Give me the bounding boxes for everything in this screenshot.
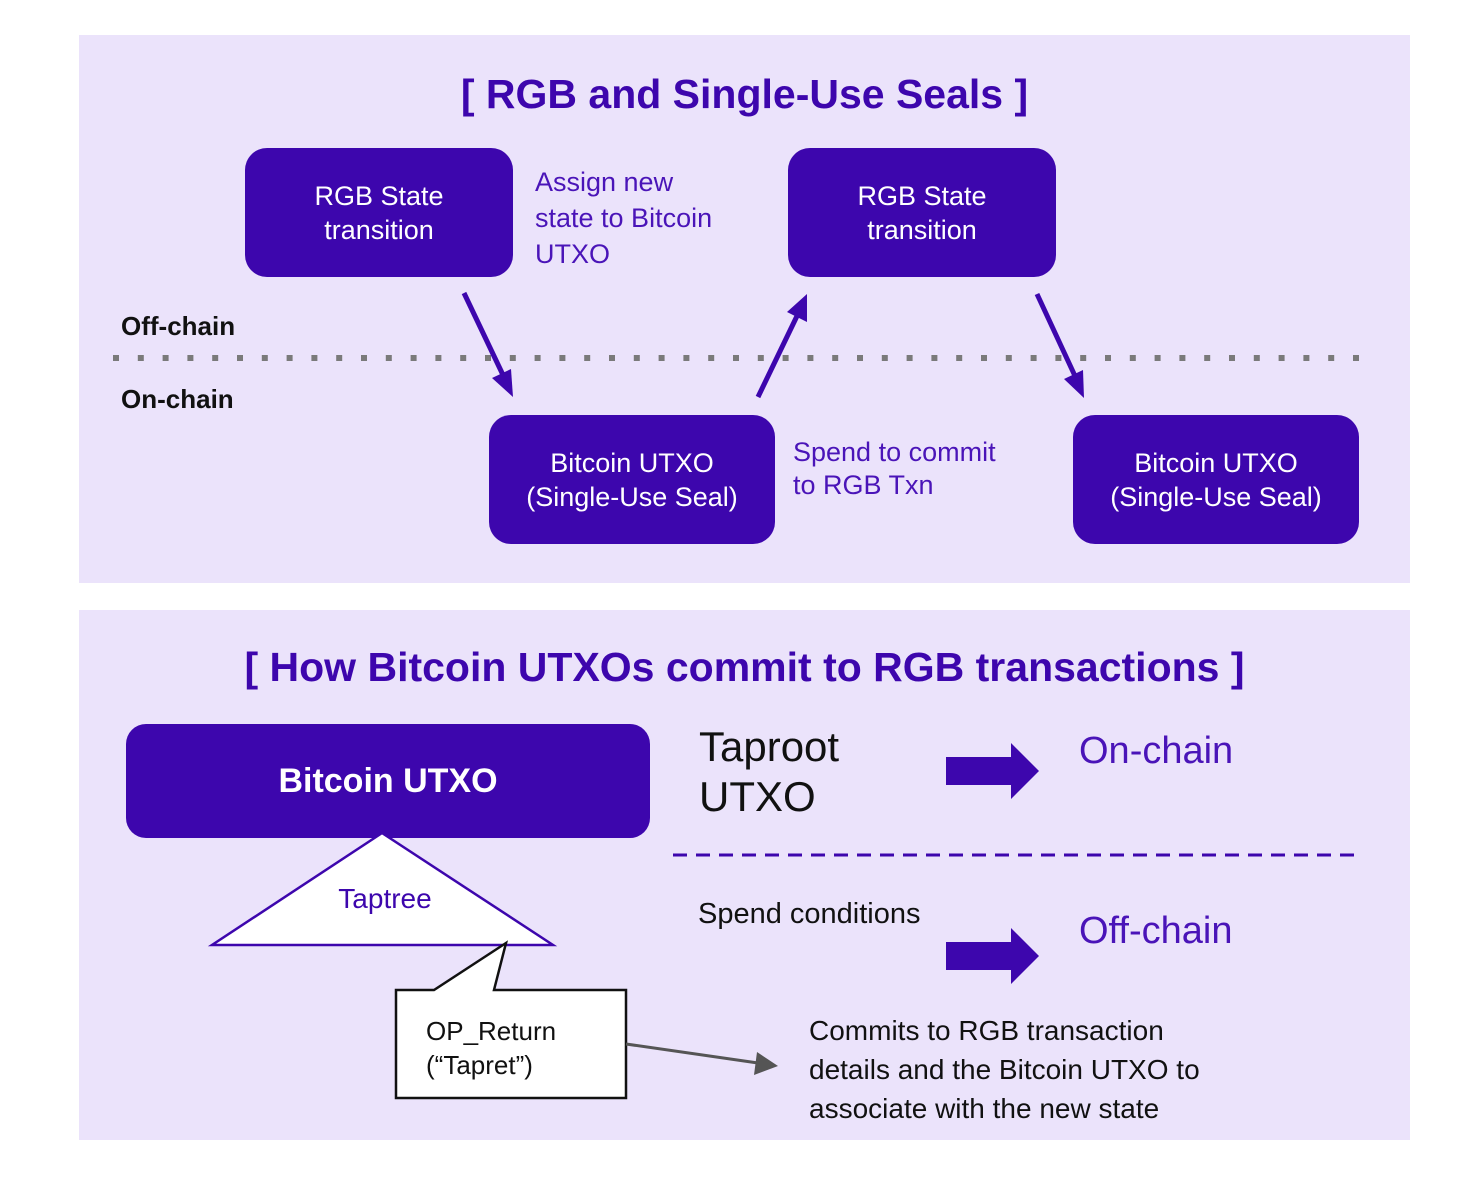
op-return-text: OP_Return (“Tapret”) bbox=[426, 1014, 556, 1082]
panel1-title: [ RGB and Single-Use Seals ] bbox=[460, 71, 1029, 117]
onchain-result: On-chain bbox=[1079, 730, 1234, 772]
bitcoin-utxo-seal-box-1: Bitcoin UTXO (Single-Use Seal) bbox=[489, 415, 775, 544]
taptree-label: Taptree bbox=[338, 883, 432, 914]
taproot-utxo-label: Taproot UTXO bbox=[699, 723, 840, 820]
bitcoin-utxo-seal-box-2: Bitcoin UTXO (Single-Use Seal) bbox=[1073, 415, 1359, 544]
assign-state-note: Assign new state to Bitcoin UTXO bbox=[535, 167, 713, 269]
panel2-title: [ How Bitcoin UTXOs commit to RGB transa… bbox=[244, 644, 1245, 690]
op-return-line2: (“Tapret”) bbox=[426, 1050, 533, 1080]
spend-commit-note: Spend to commit to RGB Txn bbox=[793, 437, 996, 500]
op-return-line1: OP_Return bbox=[426, 1016, 557, 1046]
utxo-commit-panel: [ How Bitcoin UTXOs commit to RGB transa… bbox=[79, 610, 1410, 1140]
commit-note: Commits to RGB transaction details and t… bbox=[809, 1015, 1200, 1124]
offchain-result: Off-chain bbox=[1079, 910, 1233, 952]
offchain-label: Off-chain bbox=[121, 311, 236, 341]
rgb-state-transition-box-2: RGB State transition bbox=[788, 148, 1056, 277]
spend-conditions-label: Spend conditions bbox=[698, 898, 921, 930]
onchain-label: On-chain bbox=[121, 384, 234, 414]
bitcoin-utxo-box: Bitcoin UTXO bbox=[126, 724, 650, 838]
rgb-state-transition-box-1: RGB State transition bbox=[245, 148, 513, 277]
